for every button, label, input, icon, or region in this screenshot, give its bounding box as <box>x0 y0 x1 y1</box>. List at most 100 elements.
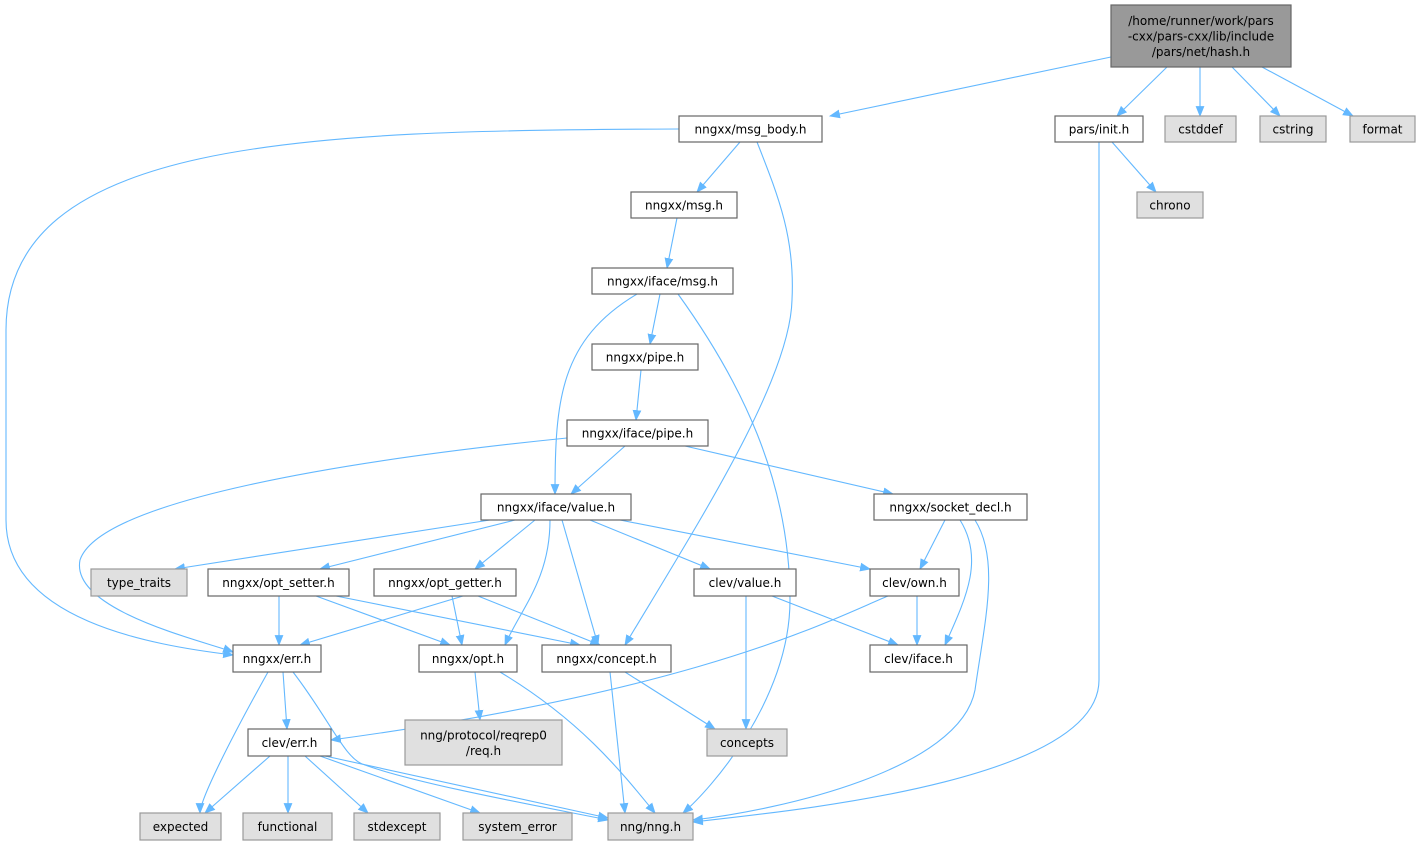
node-box <box>480 493 632 521</box>
edge-socket_decl-to-clev_iface <box>944 519 973 647</box>
node-label: nngxx/opt.h <box>432 652 504 666</box>
node-label: cstddef <box>1178 123 1223 137</box>
node-expected: expected <box>139 812 222 841</box>
node-box <box>591 343 699 371</box>
edge-pipe-to-iface_pipe <box>632 369 642 422</box>
node-clev-err[interactable]: clev/err.h <box>247 728 332 757</box>
edge-opt_getter-to-concept <box>477 595 602 646</box>
node-box <box>1054 115 1144 143</box>
edge-opt-to-nng <box>499 671 656 814</box>
node-box <box>693 568 797 597</box>
node-box <box>607 812 694 841</box>
edge-opt_getter-to-opt <box>451 595 465 647</box>
node-label: type_traits <box>107 576 171 590</box>
node-label: clev/iface.h <box>884 652 953 666</box>
node-label: nngxx/msg.h <box>645 199 723 213</box>
edge-root-to-msg_body <box>828 56 1112 119</box>
node-label: functional <box>258 820 318 834</box>
node-box <box>353 812 441 841</box>
nodes-layer: /home/runner/work/pars -cxx/pars-cxx/lib/… <box>90 4 1416 841</box>
edge-clev_value-to-clev_iface <box>771 595 900 646</box>
node-box <box>630 191 738 219</box>
node-root[interactable]: /home/runner/work/pars -cxx/pars-cxx/lib/… <box>1110 4 1292 68</box>
node-label: chrono <box>1149 199 1190 213</box>
node-box <box>873 493 1028 521</box>
node-label: nngxx/iface/value.h <box>497 501 615 515</box>
node-box <box>566 419 709 447</box>
edge-value-to-opt <box>504 519 551 647</box>
edge-err-to-nng <box>292 671 610 823</box>
node-system-error: system_error <box>462 812 573 841</box>
node-msg-body[interactable]: nngxx/msg_body.h <box>678 115 823 143</box>
node-clev-iface[interactable]: clev/iface.h <box>869 644 968 673</box>
node-box <box>418 644 518 673</box>
node-stdexcept: stdexcept <box>353 812 441 841</box>
node-label: /pars/net/hash.h <box>1152 45 1250 59</box>
edge-iface_pipe-to-value <box>570 445 626 495</box>
node-label: nngxx/pipe.h <box>606 351 684 365</box>
edge-value-to-clev_value <box>589 519 712 570</box>
node-box <box>232 644 322 673</box>
edge-err-to-clev_err <box>281 671 291 731</box>
edge-value-to-concept <box>561 519 600 647</box>
edge-clev_err-to-expected <box>204 755 271 814</box>
node-box <box>373 568 517 597</box>
node-box <box>1136 191 1204 219</box>
edge-value-to-type_traits <box>173 519 491 572</box>
node-chrono: chrono <box>1136 191 1204 219</box>
edge-clev_err-to-nng <box>324 755 610 821</box>
node-nng: nng/nng.h <box>607 812 694 841</box>
edge-iface_msg-to-pipe <box>647 293 661 346</box>
node-box <box>462 812 573 841</box>
node-value[interactable]: nngxx/iface/value.h <box>480 493 632 521</box>
node-pipe[interactable]: nngxx/pipe.h <box>591 343 699 371</box>
edge-iface_msg-to-value <box>550 293 638 496</box>
node-label: nngxx/concept.h <box>556 652 656 666</box>
edge-iface_pipe-to-err <box>79 437 568 653</box>
node-iface-pipe[interactable]: nngxx/iface/pipe.h <box>566 419 709 447</box>
node-msg[interactable]: nngxx/msg.h <box>630 191 738 219</box>
node-box <box>1259 115 1327 143</box>
node-cstring: cstring <box>1259 115 1327 143</box>
node-err[interactable]: nngxx/err.h <box>232 644 322 673</box>
node-label: /home/runner/work/pars <box>1128 14 1273 28</box>
edge-clev_err-to-system_error <box>319 755 482 814</box>
edge-err-to-expected <box>195 671 269 815</box>
node-socket-decl[interactable]: nngxx/socket_decl.h <box>873 493 1028 521</box>
node-label: expected <box>153 820 209 834</box>
node-init[interactable]: pars/init.h <box>1054 115 1144 143</box>
node-label: concepts <box>720 736 774 750</box>
node-functional: functional <box>242 812 333 841</box>
node-concepts: concepts <box>706 728 788 757</box>
node-box <box>591 267 734 295</box>
edge-opt_setter-to-concept <box>335 595 582 648</box>
edge-opt_getter-to-err <box>298 595 464 647</box>
node-box <box>242 812 333 841</box>
node-box <box>869 644 968 673</box>
node-opt[interactable]: nngxx/opt.h <box>418 644 518 673</box>
edge-init-to-nng <box>691 142 1100 826</box>
node-label: nng/nng.h <box>620 820 681 834</box>
edge-root-to-format <box>1261 66 1354 117</box>
node-label: nngxx/iface/msg.h <box>607 275 718 289</box>
node-iface-msg[interactable]: nngxx/iface/msg.h <box>591 267 734 295</box>
node-label: cstring <box>1272 123 1313 137</box>
node-clev-own[interactable]: clev/own.h <box>869 568 960 597</box>
edge-concept-to-concepts <box>624 671 716 730</box>
node-format: format <box>1349 115 1416 143</box>
node-label: stdexcept <box>368 820 427 834</box>
node-label: -cxx/pars-cxx/lib/include <box>1128 30 1274 44</box>
edge-value-to-opt_setter <box>318 519 516 571</box>
node-concept[interactable]: nngxx/concept.h <box>541 644 672 673</box>
node-opt-getter[interactable]: nngxx/opt_getter.h <box>373 568 517 597</box>
edge-msg-to-iface_msg <box>664 217 678 270</box>
node-clev-value[interactable]: clev/value.h <box>693 568 797 597</box>
edge-msg_body-to-concept <box>624 141 793 646</box>
node-cstddef: cstddef <box>1164 115 1237 143</box>
node-box <box>678 115 823 143</box>
node-label: clev/err.h <box>262 736 318 750</box>
node-box <box>1164 115 1237 143</box>
node-label: nngxx/socket_decl.h <box>889 501 1011 515</box>
node-opt-setter[interactable]: nngxx/opt_setter.h <box>207 568 350 597</box>
